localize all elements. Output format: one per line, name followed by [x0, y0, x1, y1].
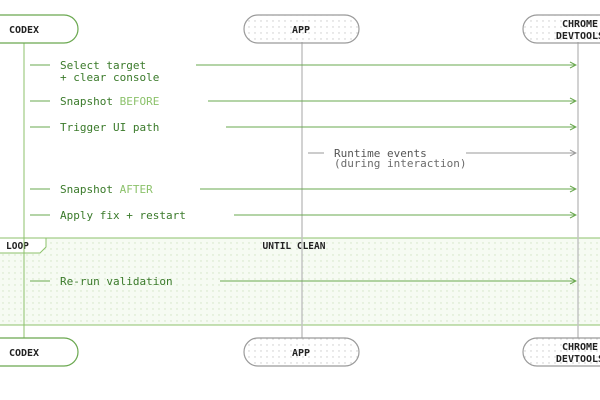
message-select-target: Select target + clear console	[30, 59, 576, 84]
app-participant-bottom: APP	[243, 337, 360, 367]
message-runtime-events: Runtime events (during interaction)	[308, 147, 576, 170]
chrome-label-bottom-line1: CHROME	[562, 342, 598, 353]
app-participant-top: APP	[243, 14, 360, 44]
message-snapshot-before-highlight: BEFORE	[120, 95, 160, 108]
message-select-target-line2: + clear console	[60, 71, 159, 84]
chrome-participant-top: CHROME DEVTOOLS	[522, 14, 600, 44]
app-label-bottom: APP	[292, 348, 310, 359]
message-snapshot-after: Snapshot AFTER	[30, 183, 576, 196]
loop-label: LOOP	[6, 241, 29, 252]
app-label-top: APP	[292, 25, 310, 36]
message-apply-fix-text: Apply fix + restart	[60, 209, 186, 222]
codex-participant-bottom: CODEX	[0, 337, 79, 367]
chrome-label-bottom-line2: DEVTOOLS	[556, 354, 600, 365]
message-snapshot-before: Snapshot BEFORE	[30, 95, 576, 108]
message-trigger-ui-path-text: Trigger UI path	[60, 121, 159, 134]
message-snapshot-after-highlight: AFTER	[120, 183, 153, 196]
codex-label-bottom: CODEX	[9, 348, 39, 359]
message-runtime-events-line1: Runtime events	[334, 147, 427, 160]
message-runtime-events-line2: (during interaction)	[334, 157, 466, 170]
message-rerun-validation: Re-run validation	[30, 275, 576, 288]
message-apply-fix: Apply fix + restart	[30, 209, 576, 222]
codex-participant-top: CODEX	[0, 14, 79, 44]
loop-tag	[0, 237, 47, 254]
codex-label-top: CODEX	[9, 25, 39, 36]
chrome-participant-bottom: CHROME DEVTOOLS	[522, 337, 600, 367]
chrome-label-top-line2: DEVTOOLS	[556, 31, 600, 42]
message-snapshot-after-prefix: Snapshot	[60, 183, 120, 196]
message-select-target-line1: Select target	[60, 59, 146, 72]
loop-condition: UNTIL CLEAN	[263, 241, 326, 252]
message-trigger-ui-path: Trigger UI path	[30, 121, 576, 134]
message-snapshot-after-text: Snapshot AFTER	[60, 183, 153, 196]
message-snapshot-before-text: Snapshot BEFORE	[60, 95, 159, 108]
chrome-label-top-line1: CHROME	[562, 19, 598, 30]
message-rerun-validation-text: Re-run validation	[60, 275, 173, 288]
message-snapshot-before-prefix: Snapshot	[60, 95, 120, 108]
